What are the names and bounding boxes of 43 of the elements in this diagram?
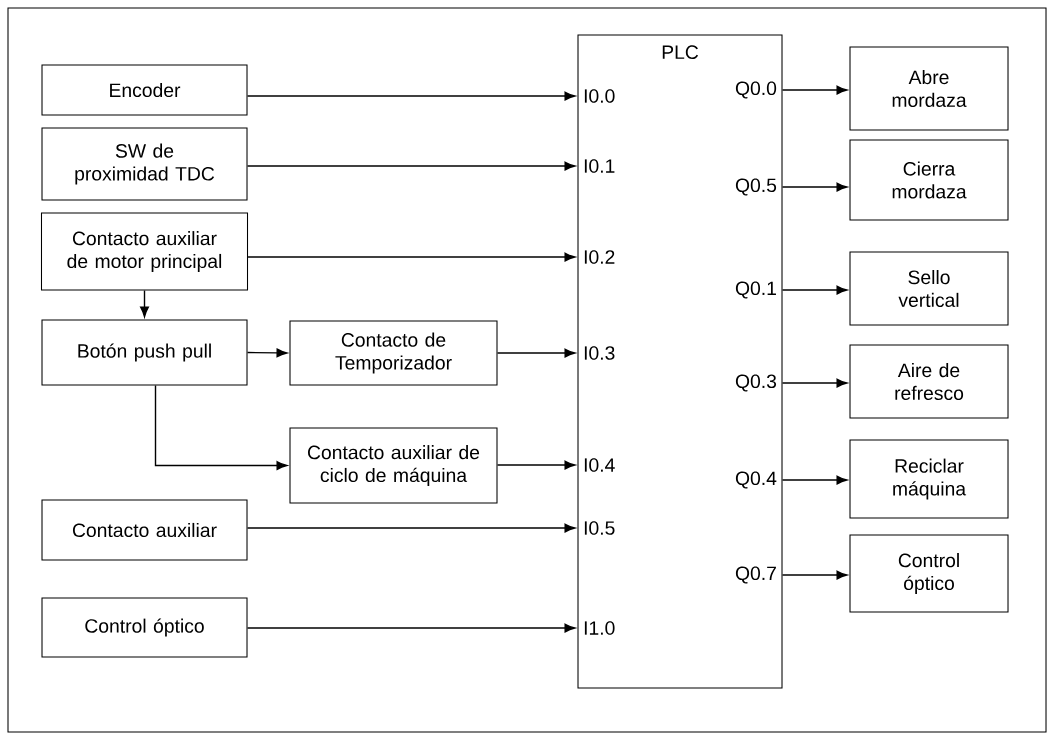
arrow bbox=[246, 623, 576, 633]
input-box: Contacto de Temporizador bbox=[289, 320, 498, 386]
output-box: Reciclar máquina bbox=[849, 439, 1009, 519]
output-box: Control óptico bbox=[849, 534, 1009, 613]
input-port-label: I0.1 bbox=[584, 159, 615, 173]
output-port-label: Q0.0 bbox=[735, 81, 777, 99]
input-port-label: I0.3 bbox=[584, 346, 615, 360]
arrow bbox=[781, 85, 848, 95]
arrow bbox=[496, 460, 576, 470]
input-port-label: I0.4 bbox=[584, 458, 615, 472]
arrow bbox=[781, 378, 848, 388]
arrow bbox=[246, 348, 288, 358]
input-port-label: I0.2 bbox=[584, 250, 615, 264]
output-box: Abre mordaza bbox=[849, 46, 1009, 131]
arrow bbox=[247, 252, 576, 262]
arrow bbox=[781, 475, 848, 485]
output-box: Sello vertical bbox=[849, 251, 1009, 326]
output-port-label: Q0.5 bbox=[735, 178, 777, 196]
input-box: SW de proximidad TDC bbox=[41, 127, 248, 201]
arrow bbox=[246, 523, 576, 533]
arrow bbox=[246, 161, 576, 171]
output-box: Cierra mordaza bbox=[849, 139, 1009, 221]
input-port-label: I0.0 bbox=[584, 89, 615, 103]
output-port-label: Q0.3 bbox=[735, 374, 777, 392]
arrow bbox=[246, 91, 576, 101]
input-box: Contacto auxiliar de motor principal bbox=[40, 212, 249, 291]
output-port-label: Q0.1 bbox=[735, 281, 776, 299]
output-port-label: Q0.7 bbox=[735, 566, 776, 584]
input-port-label: I0.5 bbox=[584, 521, 615, 535]
arrow bbox=[496, 348, 576, 358]
input-port-label: I1.0 bbox=[584, 621, 615, 635]
arrow bbox=[781, 570, 848, 580]
arrow bbox=[140, 289, 149, 318]
input-box: Contacto auxiliar bbox=[41, 499, 248, 561]
input-box: Botón push pull bbox=[41, 319, 248, 386]
output-box: Aire de refresco bbox=[849, 344, 1009, 419]
output-port-label: Q0.4 bbox=[735, 471, 777, 489]
arrow bbox=[154, 384, 288, 470]
input-box: Control óptico bbox=[41, 597, 248, 658]
input-box: Encoder bbox=[41, 64, 248, 116]
input-box: Contacto auxiliar de ciclo de máquina bbox=[289, 427, 498, 504]
arrow bbox=[781, 285, 848, 295]
arrow bbox=[781, 182, 848, 192]
